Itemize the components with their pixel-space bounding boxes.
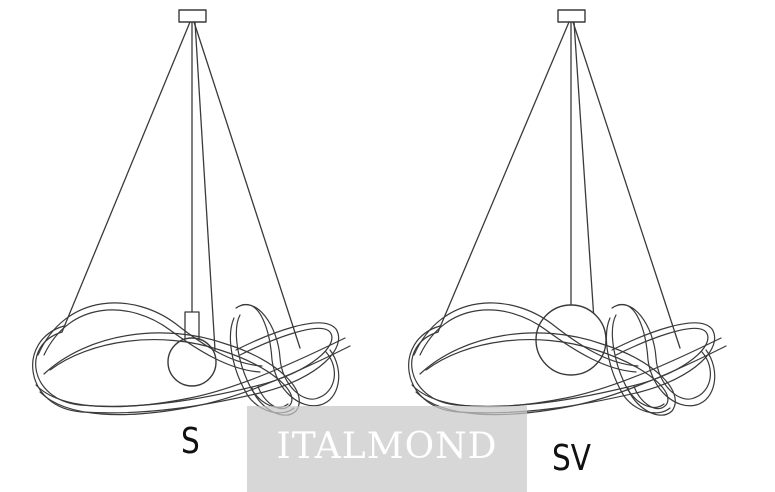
variant-label-sv: SV <box>552 438 591 479</box>
glass-globe <box>167 337 217 387</box>
ceiling-canopy <box>557 9 586 23</box>
variant-label-s: S <box>181 421 200 462</box>
led-loops <box>408 302 727 416</box>
lamp-sv <box>408 9 727 416</box>
suspension-cables <box>61 21 301 351</box>
watermark-text: ITALMOND <box>276 425 498 467</box>
watermark: ITALMOND <box>247 406 527 492</box>
lamp-s <box>32 9 351 416</box>
suspension-cables <box>437 21 681 349</box>
ceiling-canopy <box>178 9 207 23</box>
